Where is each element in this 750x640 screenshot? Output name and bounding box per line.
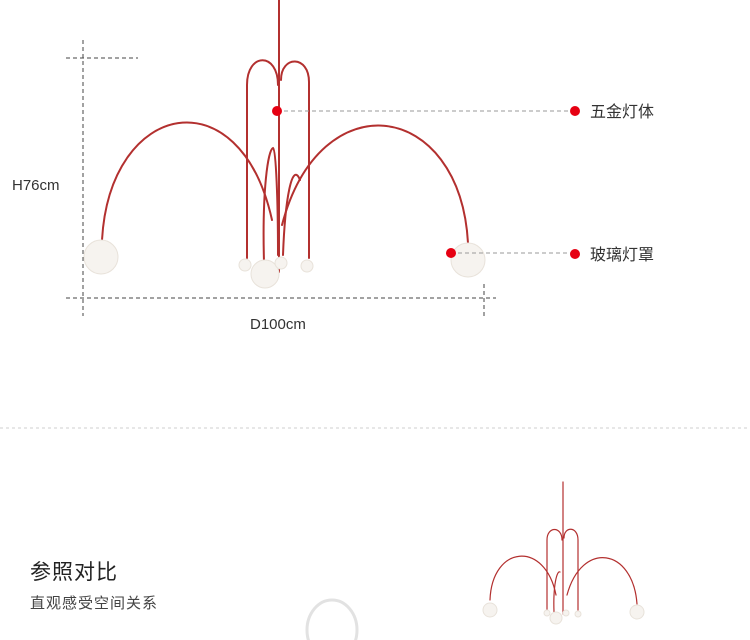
callout-label-frame: 五金灯体 (590, 103, 654, 121)
pendant-lamp-main (101, 0, 469, 273)
callout-dot-start (272, 106, 282, 116)
callout-dot-end (570, 249, 580, 259)
glass-globes (83, 239, 486, 289)
diameter-label: D100cm (250, 316, 306, 333)
reference-ring (305, 598, 359, 640)
right-arm-arc (281, 124, 469, 244)
globe-left-large (83, 239, 119, 275)
height-label: H76cm (12, 177, 60, 194)
globe-center-large (250, 259, 280, 289)
right-loop (280, 60, 310, 259)
pendant-lamp-reference (489, 481, 638, 615)
callout-dot-end (570, 106, 580, 116)
inner-arch-left (262, 146, 279, 263)
reference-title: 参照对比 (30, 560, 118, 584)
dimension-guides (66, 40, 496, 316)
callout-shade: 玻璃灯罩 (446, 246, 654, 264)
reference-subtitle: 直观感受空间关系 (30, 594, 159, 612)
callout-dot-start (446, 248, 456, 258)
globe-right-large (450, 242, 486, 278)
callout-frame: 五金灯体 (272, 103, 654, 121)
globe-small-2 (274, 256, 288, 270)
globe-small-3 (300, 259, 314, 273)
left-loop (246, 59, 279, 259)
inner-arch-right (282, 173, 301, 256)
callout-label-shade: 玻璃灯罩 (590, 246, 654, 264)
left-arm-arc (101, 121, 273, 241)
reference-globes (482, 602, 645, 625)
globe-small-1 (238, 258, 252, 272)
